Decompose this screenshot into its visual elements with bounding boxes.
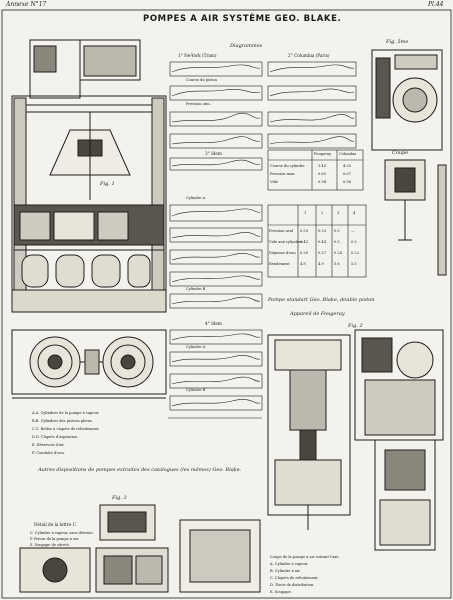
legend-note: F. Conduite d'eau.	[32, 451, 65, 455]
columbia-label: 2° Columbia (Paris)	[288, 53, 330, 58]
catalogue-caption: Autres dispositions de pompes extraites …	[38, 467, 242, 473]
table2-cell: 0.43	[300, 240, 309, 244]
diagram-label: Cylindre B	[186, 388, 206, 392]
fig5-label: Fig. 5me	[386, 39, 409, 45]
legend-note: E. Réservoir d'air.	[32, 443, 65, 447]
appareil-label: Appareil de Fougeray	[290, 311, 345, 317]
diagram-label: Cylindre A	[186, 196, 206, 200]
table2-cell: 0.27	[318, 251, 327, 255]
annex-number: Annexe N°17	[6, 1, 47, 8]
coupe-label: Coupe	[392, 150, 409, 156]
blake-pump-drawing	[267, 329, 444, 551]
blake-caption: Pompe standart Geo. Blake, double piston	[268, 297, 375, 303]
fig1-label: Fig. 1	[100, 181, 115, 187]
legend-note: A.A. Cylindres de la pompe à vapeur.	[32, 411, 100, 415]
table-frames	[267, 149, 367, 278]
table2-cell: 0.53	[318, 229, 327, 233]
legend-note: D.D. Clapets d'aspiration.	[32, 435, 79, 439]
bottom-right-note: C. Clapets de refoulement.	[270, 576, 319, 580]
bottom-right-note: Coupe de la pompe à air suivant l'axe.	[270, 555, 340, 559]
bottom-left-note: S. Soupape de sûreté.	[30, 543, 70, 547]
table2-cell: 5.6	[334, 262, 340, 266]
plate-number: Pl.44	[428, 1, 444, 8]
diagram-label: Cylindre A	[186, 345, 206, 349]
table2-cell: 0.28	[334, 251, 343, 255]
diagram-label: Cylindre B	[186, 287, 206, 291]
table2-cell: 0.5	[334, 240, 340, 244]
table2-header: 3	[337, 211, 340, 215]
table1-cell: 0.67	[343, 172, 352, 176]
table1-cell: Pression max.	[270, 172, 296, 176]
table1-header: Columbia	[339, 152, 357, 156]
table1-cell: 0.65	[318, 172, 327, 176]
table1-cell: 0.94	[318, 180, 327, 184]
table2-header: 4	[353, 211, 356, 215]
table1-cell: 4.55	[343, 164, 352, 168]
legend-note: B.B. Cylindres des pistons pleins.	[32, 419, 93, 423]
table2-cell: 4.8	[300, 262, 306, 266]
table2-cell: Rendement	[269, 262, 290, 266]
diagram-label: Course du piston	[186, 78, 218, 82]
table2-header: 1	[304, 211, 307, 215]
table2-cell: 0.5	[334, 229, 340, 233]
fig1-drawing	[11, 39, 167, 313]
table1-cell: Course du cylindre	[270, 164, 305, 168]
table2-header: 2	[321, 211, 324, 215]
fig2-drawing	[11, 329, 167, 399]
bottom-right-note: B. Cylindre à air.	[270, 569, 301, 573]
table1-header: Fougeray	[314, 152, 332, 156]
bottom-left-note: P. Piston de la pompe à air.	[30, 537, 79, 541]
table2-cell: 0.5	[351, 240, 357, 244]
table2-cell: 0.44	[318, 240, 327, 244]
diagrams-title: Diagrammes	[230, 43, 263, 49]
bottom-right-note: D. Tiroir de distribution.	[270, 583, 315, 587]
fig5-drawing	[371, 49, 447, 276]
table2-cell: 0.53	[300, 229, 309, 233]
plate-border	[1, 9, 452, 599]
table2-cell: 0.20	[300, 251, 309, 255]
plate-title: POMPES A AIR SYSTÈME GEO. BLAKE.	[143, 14, 342, 24]
table2-cell: 4.9	[318, 262, 324, 266]
legend-note: C.C. Boîtes à clapets de refoulement.	[32, 427, 100, 431]
table1-cell: 0.96	[343, 180, 352, 184]
table2-cell: Dépense d'eau	[269, 251, 296, 255]
fig2-label: Fig. 2	[348, 323, 363, 329]
detail-lettre-label: Détail de la lettre C	[34, 522, 76, 527]
fig3-label: Fig. 3	[112, 495, 127, 501]
bottom-right-note: E. Soupape.	[270, 590, 292, 594]
bottom-left-note: C. Cylindre à vapeur, sans détente.	[30, 531, 94, 535]
fig3-drawing	[19, 504, 261, 593]
table2-cell: Vide aux cylindres	[269, 240, 303, 244]
diagram-label: Pression atm.	[186, 102, 211, 106]
diagram-label: 4° Idem	[205, 321, 222, 326]
table1-cell: 3.40	[318, 164, 327, 168]
table1-cell: Vide	[270, 180, 279, 184]
table2-cell: Pression aval	[269, 229, 294, 233]
table2-cell: —	[351, 229, 355, 233]
table2-cell: 5.5	[351, 262, 357, 266]
diagram-label: 3° Idem	[205, 151, 222, 156]
table2-cell: 0.22	[351, 251, 360, 255]
diagram-boxes	[168, 61, 357, 419]
ny-tram-label: 1° Ne-York (Tram)	[178, 53, 217, 58]
bottom-right-note: A. Cylindre à vapeur.	[270, 562, 309, 566]
